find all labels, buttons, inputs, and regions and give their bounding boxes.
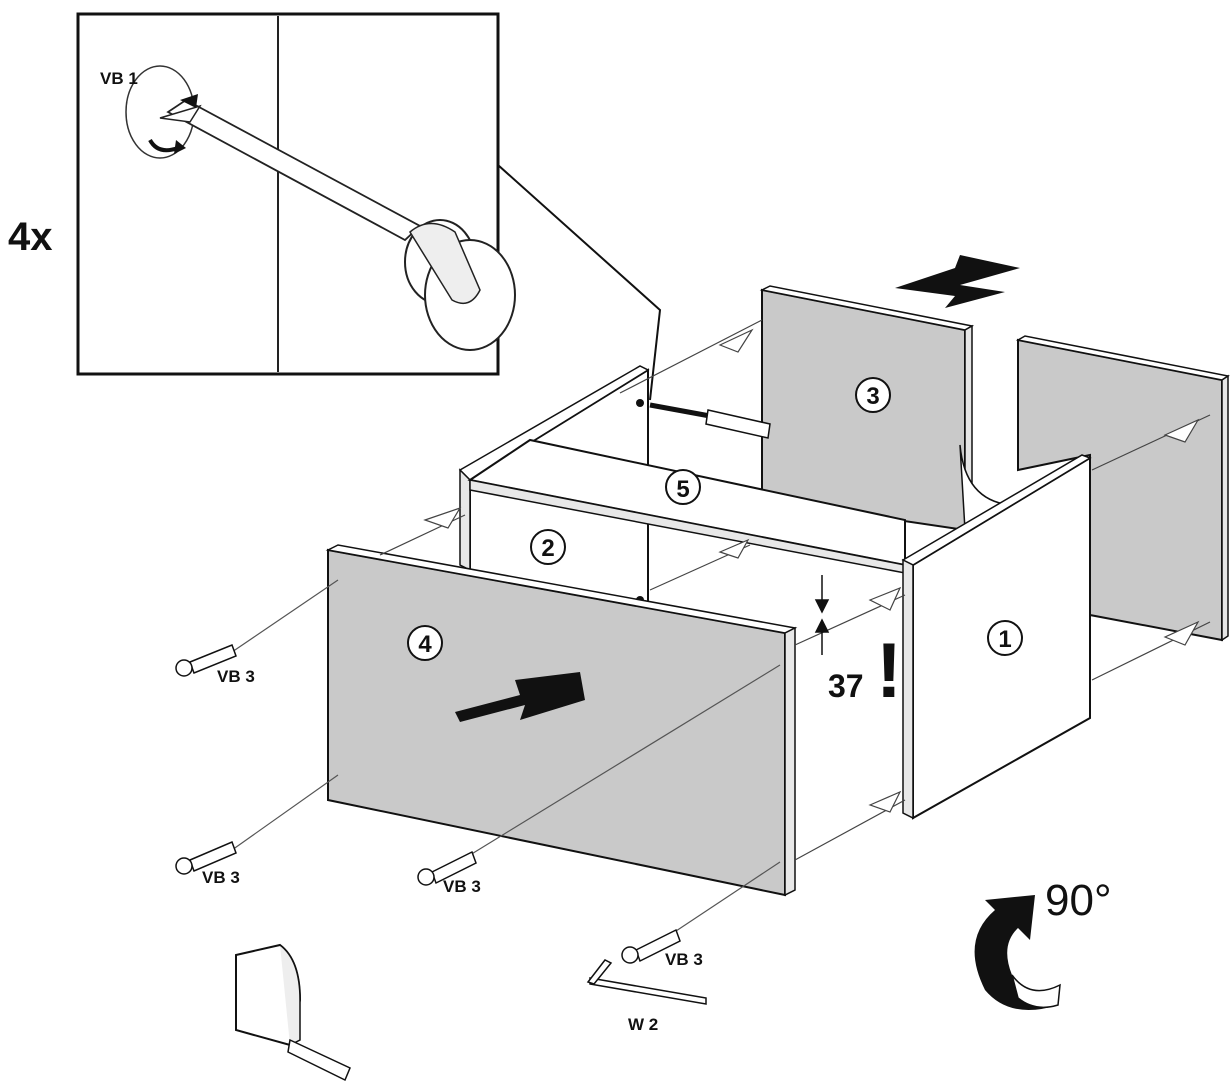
panel-5-number: 5 bbox=[676, 476, 689, 503]
detail-inset: VB 1 bbox=[76, 12, 662, 401]
panel-right-back bbox=[1015, 335, 1230, 642]
panel-3 bbox=[759, 285, 1013, 532]
panel-1-number: 1 bbox=[998, 626, 1011, 653]
detail-multiplier: 4x bbox=[8, 215, 53, 259]
guide-lines bbox=[379, 319, 1211, 861]
dowel-vb3-a-icon bbox=[175, 644, 237, 677]
detail-fitting-label: VB 1 bbox=[100, 69, 138, 88]
turn-arrow-head-icon bbox=[174, 140, 186, 154]
fitting-lines bbox=[231, 579, 781, 936]
panel-3-number: 3 bbox=[866, 383, 879, 410]
slide-arrow-back-icon bbox=[895, 255, 1020, 308]
allen-wrench-icon bbox=[586, 959, 707, 1005]
panel-5 bbox=[467, 438, 906, 574]
measuring-tape-icon bbox=[235, 943, 351, 1082]
fitting-vb3-a-label: VB 3 bbox=[217, 667, 255, 686]
screwdriver-small-icon bbox=[636, 399, 771, 604]
detail-leader-line bbox=[497, 164, 662, 401]
screwdriver-icon bbox=[159, 98, 516, 351]
rotate-arrow-icon bbox=[974, 895, 1061, 1010]
panel-1 bbox=[901, 454, 1092, 820]
panel-4 bbox=[325, 544, 798, 897]
fitting-vb3-d-label: VB 3 bbox=[665, 950, 703, 969]
fitting-vb3-c-label: VB 3 bbox=[443, 877, 481, 896]
panel-2-number: 2 bbox=[541, 535, 554, 562]
dowel-vb3-c-icon bbox=[417, 850, 477, 886]
measurement-arrows bbox=[814, 575, 830, 655]
rotation-angle: 90° bbox=[1045, 876, 1112, 925]
panel-4-number: 4 bbox=[418, 631, 432, 658]
slide-arrow-front-icon bbox=[455, 672, 585, 722]
measurement-value: 37 bbox=[828, 668, 864, 704]
dowel-vb3-d-icon bbox=[621, 928, 681, 964]
measurement-warning: ! bbox=[876, 626, 902, 714]
dowel-vb3-b-icon bbox=[175, 840, 237, 875]
fitting-vb3-b-label: VB 3 bbox=[202, 868, 240, 887]
turn-arrow-top-icon bbox=[180, 94, 198, 108]
fitting-wrench-label: W 2 bbox=[628, 1015, 658, 1034]
